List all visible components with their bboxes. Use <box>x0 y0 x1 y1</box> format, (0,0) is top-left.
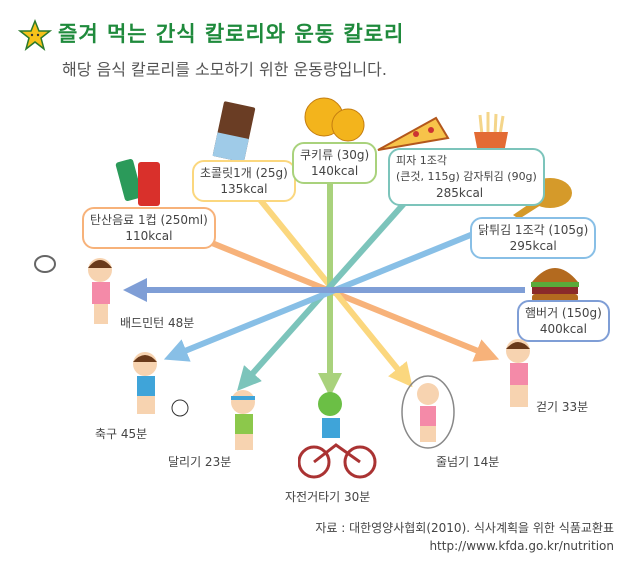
page-title: 즐겨 먹는 간식 칼로리와 운동 칼로리 <box>58 22 405 46</box>
soccer-kid-illustration <box>133 352 189 417</box>
food-name-fries: 감자튀김 (90g) <box>463 170 537 183</box>
food-kcal: 285kcal <box>436 186 484 200</box>
badminton-kid-illustration <box>34 255 112 324</box>
source-url: http://www.kfda.go.kr/nutrition <box>429 539 614 553</box>
food-label-chocolate: 초콜릿1개 (25g) 135kcal <box>192 160 296 202</box>
cookie-icon <box>304 97 365 142</box>
food-name-detail: (큰것, 115g) <box>396 170 460 183</box>
running-kid-illustration <box>231 390 255 450</box>
line-chicken-soccer <box>163 229 480 362</box>
page-subtitle: 해당 음식 칼로리를 소모하기 위한 운동량입니다. <box>62 60 387 79</box>
source-text: 자료 : 대한영양사협회(2010). 식사계획을 위한 식품교환표 <box>315 521 614 535</box>
line-pizza-run <box>237 178 428 391</box>
soda-can-icon <box>115 159 160 206</box>
food-name: 탄산음료 1컵 (250ml) <box>90 213 208 227</box>
exercise-label-running: 달리기 23분 <box>168 455 232 469</box>
jumprope-kid-illustration <box>401 375 455 449</box>
exercise-label-walking: 걷기 33분 <box>536 400 589 414</box>
walking-kid-illustration <box>506 339 530 407</box>
food-kcal: 400kcal <box>539 322 587 336</box>
food-name: 초콜릿1개 (25g) <box>200 166 288 180</box>
food-kcal: 140kcal <box>311 164 359 178</box>
food-label-hamburger: 햄버거 (150g) 400kcal <box>517 300 610 342</box>
line-choco-jumprope <box>237 173 413 388</box>
food-name: 쿠키류 (30g) <box>300 148 370 162</box>
food-kcal: 295kcal <box>509 239 557 253</box>
food-kcal: 110kcal <box>125 229 173 243</box>
food-label-cookie: 쿠키류 (30g) 140kcal <box>292 142 378 184</box>
food-label-soda: 탄산음료 1컵 (250ml) 110kcal <box>82 207 216 249</box>
pizza-icon <box>377 116 450 151</box>
food-label-pizza-fries: 피자 1조각 (큰것, 115g) 감자튀김 (90g) 285kcal <box>388 148 545 206</box>
cycling-kid-illustration <box>298 392 377 479</box>
food-kcal: 135kcal <box>220 182 268 196</box>
exercise-label-cycling: 자전거타기 30분 <box>285 490 371 504</box>
exercise-label-soccer: 축구 45분 <box>95 427 148 441</box>
exercise-label-badminton: 배드민턴 48분 <box>120 316 195 330</box>
food-label-chicken: 닭튀김 1조각 (105g) 295kcal <box>470 217 597 259</box>
chocolate-icon <box>212 101 256 163</box>
star-icon <box>18 18 52 51</box>
source-citation: 자료 : 대한영양사협회(2010). 식사계획을 위한 식품교환표 http:… <box>315 519 614 555</box>
hamburger-icon <box>531 268 579 302</box>
food-name: 닭튀김 1조각 (105g) <box>478 223 589 237</box>
food-name: 햄버거 (150g) <box>525 306 602 320</box>
food-name: 피자 1조각 <box>396 154 447 167</box>
exercise-label-jumprope: 줄넘기 14분 <box>436 455 500 469</box>
